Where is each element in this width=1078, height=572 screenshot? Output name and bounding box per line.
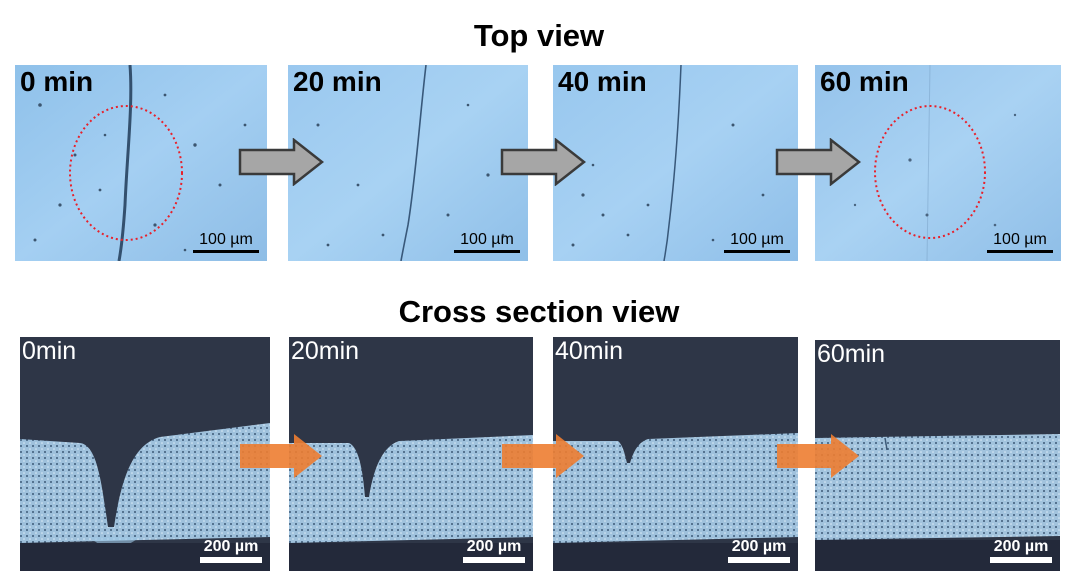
scale-bar: 200 µm <box>463 539 525 563</box>
arrow-right-icon <box>238 138 324 186</box>
cross-section-image-0min: 0min 200 µm <box>20 337 270 571</box>
scale-bar: 100 µm <box>454 232 520 253</box>
cross-section-image-60min: 60min 200 µm <box>815 340 1060 571</box>
cross-section-view-title: Cross section view <box>398 294 680 329</box>
cross-section-image-20min: 20min 200 µm <box>289 337 533 571</box>
scale-bar-label: 100 µm <box>460 231 514 248</box>
cross-section-image-40min: 40min 200 µm <box>553 337 798 571</box>
scale-bar-line <box>990 557 1052 563</box>
scale-bar: 100 µm <box>193 232 259 253</box>
scale-bar-label: 200 µm <box>993 538 1049 555</box>
scale-bar: 200 µm <box>990 539 1052 563</box>
cross-panel-label: 40min <box>555 337 624 365</box>
top-panel-label: 40 min <box>558 66 647 97</box>
arrow-right-icon <box>775 138 861 186</box>
scale-bar-line <box>724 250 790 253</box>
arrow-right-icon <box>502 434 584 478</box>
top-view-image-0min: 0 min 100 µm <box>15 65 267 261</box>
scale-bar-label: 200 µm <box>731 538 787 555</box>
arrow-right-icon <box>777 434 859 478</box>
top-view-title: Top view <box>473 18 605 53</box>
scale-bar-label: 200 µm <box>466 538 522 555</box>
scale-bar: 100 µm <box>987 232 1053 253</box>
scale-bar-label: 100 µm <box>730 231 784 248</box>
top-panel-label: 20 min <box>293 66 382 97</box>
scale-bar-label: 200 µm <box>203 538 259 555</box>
top-view-image-40min: 40 min 100 µm <box>553 65 798 261</box>
cross-panel-label: 60min <box>817 340 886 368</box>
scale-bar: 200 µm <box>728 539 790 563</box>
scale-bar-line <box>463 557 525 563</box>
scale-bar-line <box>193 250 259 253</box>
scale-bar-line <box>454 250 520 253</box>
scale-bar: 100 µm <box>724 232 790 253</box>
top-view-image-20min: 20 min 100 µm <box>288 65 528 261</box>
scale-bar: 200 µm <box>200 539 262 563</box>
arrow-right-icon <box>500 138 586 186</box>
top-panel-label: 60 min <box>820 66 909 97</box>
scale-bar-label: 100 µm <box>993 231 1047 248</box>
arrow-right-icon <box>240 434 322 478</box>
cross-panel-label: 0min <box>22 337 77 365</box>
scale-bar-line <box>987 250 1053 253</box>
top-panel-label: 0 min <box>20 66 94 97</box>
cross-panel-label: 20min <box>291 337 360 365</box>
scale-bar-line <box>200 557 262 563</box>
scale-bar-line <box>728 557 790 563</box>
scale-bar-label: 100 µm <box>199 231 253 248</box>
